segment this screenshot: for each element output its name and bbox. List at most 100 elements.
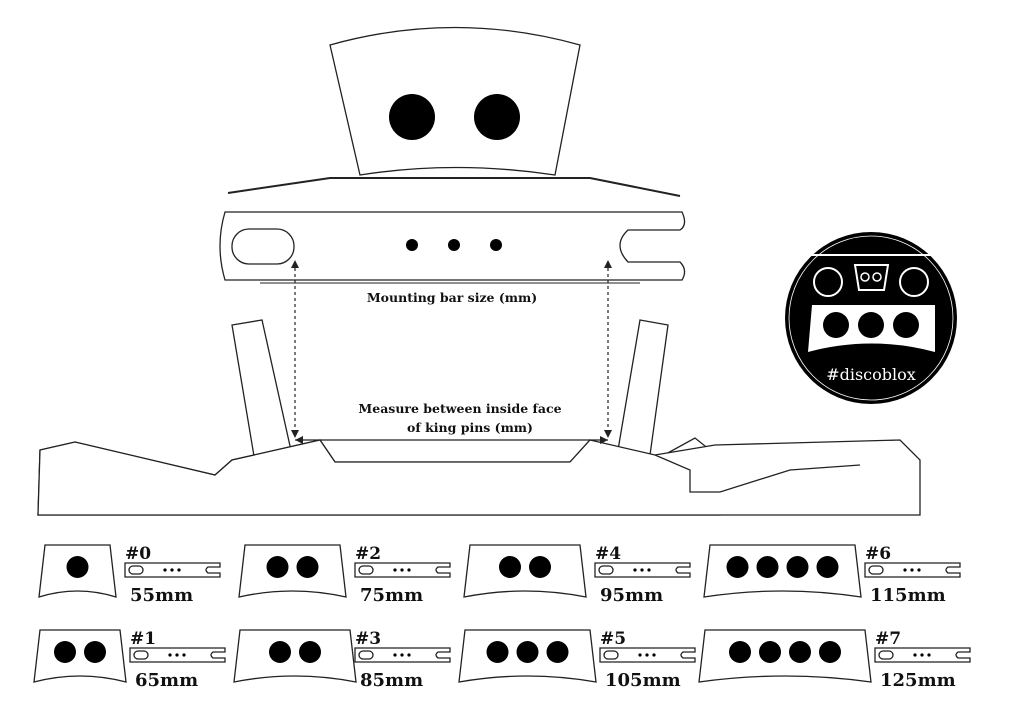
size-mm: 115mm (870, 585, 946, 606)
mini-bar-hole (400, 568, 404, 572)
discoblox-logo: #discoblox (785, 232, 957, 404)
block-hole (789, 641, 811, 663)
bar-hole (490, 239, 502, 251)
size-mm: 95mm (600, 585, 663, 606)
mini-bar-hole (903, 568, 907, 572)
size-id: #6 (865, 544, 891, 564)
mini-bar-slot (133, 650, 149, 660)
mini-bar-hole (393, 653, 397, 657)
mini-bar-hole (652, 653, 656, 657)
block-outline (33, 629, 127, 683)
size-item: #7 125mm (698, 629, 971, 691)
block-hole (474, 94, 520, 140)
mini-bar-slot (878, 650, 894, 660)
block-outline (238, 544, 347, 598)
mini-bar-hole (407, 568, 411, 572)
block-hole (786, 556, 809, 578)
mini-bar-hole (645, 653, 649, 657)
size-id: #2 (355, 544, 381, 564)
block-hole (499, 556, 521, 578)
size-id: #7 (875, 629, 901, 649)
block-outline (698, 629, 872, 683)
size-mm: 65mm (135, 670, 198, 691)
size-mm: 125mm (880, 670, 956, 691)
right-kingpin (617, 319, 669, 456)
mini-bar-slot (598, 565, 614, 575)
mini-bar-hole (647, 568, 651, 572)
dimension-arrows (294, 268, 609, 430)
baseplate-line (227, 177, 681, 197)
block-hole (756, 556, 779, 578)
mini-bar-hole (640, 568, 644, 572)
mini-bar-slot (868, 565, 884, 575)
block-hole (529, 556, 551, 578)
logo-text: #discoblox (826, 365, 916, 384)
bar-slot (231, 228, 295, 265)
block-hole (66, 556, 89, 578)
size-id: #3 (355, 629, 381, 649)
block-outline (233, 629, 357, 683)
mini-bar-slot (603, 650, 619, 660)
mounting-bar-label: Mounting bar size (mm) (367, 290, 537, 305)
size-item: #0 55mm (38, 544, 221, 606)
size-mm: 85mm (360, 670, 423, 691)
left-kingpin (231, 319, 293, 463)
size-id: #4 (595, 544, 621, 564)
measure-label-line1: Measure between inside face (358, 401, 561, 416)
mini-bar-hole (168, 653, 172, 657)
discoblox-block (329, 26, 581, 176)
mini-bar-hole (407, 653, 411, 657)
mini-bar-hole (638, 653, 642, 657)
size-mm: 105mm (605, 670, 681, 691)
size-mm: 55mm (130, 585, 193, 606)
block-hole (266, 556, 289, 578)
block-hole (296, 556, 319, 578)
mini-bar-hole (917, 568, 921, 572)
mini-bar-slot (358, 650, 374, 660)
block-hole (816, 556, 839, 578)
size-id: #1 (130, 629, 156, 649)
size-id: #5 (600, 629, 626, 649)
size-item: #1 65mm (33, 629, 226, 691)
mini-bar-hole (175, 653, 179, 657)
size-item: #2 75mm (238, 544, 451, 606)
mini-bar-hole (920, 653, 924, 657)
size-item: #4 95mm (463, 544, 691, 606)
size-id: #0 (125, 544, 151, 564)
mini-bar-hole (927, 653, 931, 657)
mini-bar-hole (910, 568, 914, 572)
block-hole (546, 641, 569, 663)
mini-bar-hole (400, 653, 404, 657)
bar-hole (406, 239, 418, 251)
block-hole (729, 641, 751, 663)
mini-bar-hole (163, 568, 167, 572)
block-hole (486, 641, 509, 663)
measure-label-line2: of king pins (mm) (407, 420, 533, 435)
size-item: #5 105mm (458, 629, 696, 691)
block-hole (84, 641, 106, 663)
mini-bar-hole (177, 568, 181, 572)
block-hole (389, 94, 435, 140)
block-hole (819, 641, 841, 663)
size-item: #3 85mm (233, 629, 451, 691)
truck-hanger-right (37, 439, 921, 516)
mini-bar-slot (358, 565, 374, 575)
block-hole (269, 641, 291, 663)
block-hole (299, 641, 321, 663)
bar-hole (448, 239, 460, 251)
block-hole (54, 641, 76, 663)
mini-bar-hole (182, 653, 186, 657)
hanger-dip (654, 454, 861, 493)
block-hole (516, 641, 539, 663)
block-hole (726, 556, 749, 578)
mini-bar-slot (128, 565, 144, 575)
size-item: #6 115mm (703, 544, 961, 606)
size-chart: #0 55mm #1 65mm #2 75mm #3 85mm #4 95mm #5 105mm #6 1… (33, 544, 971, 691)
block-outline (463, 544, 587, 598)
mini-bar-hole (170, 568, 174, 572)
mini-bar-hole (913, 653, 917, 657)
size-mm: 75mm (360, 585, 423, 606)
block-hole (759, 641, 781, 663)
